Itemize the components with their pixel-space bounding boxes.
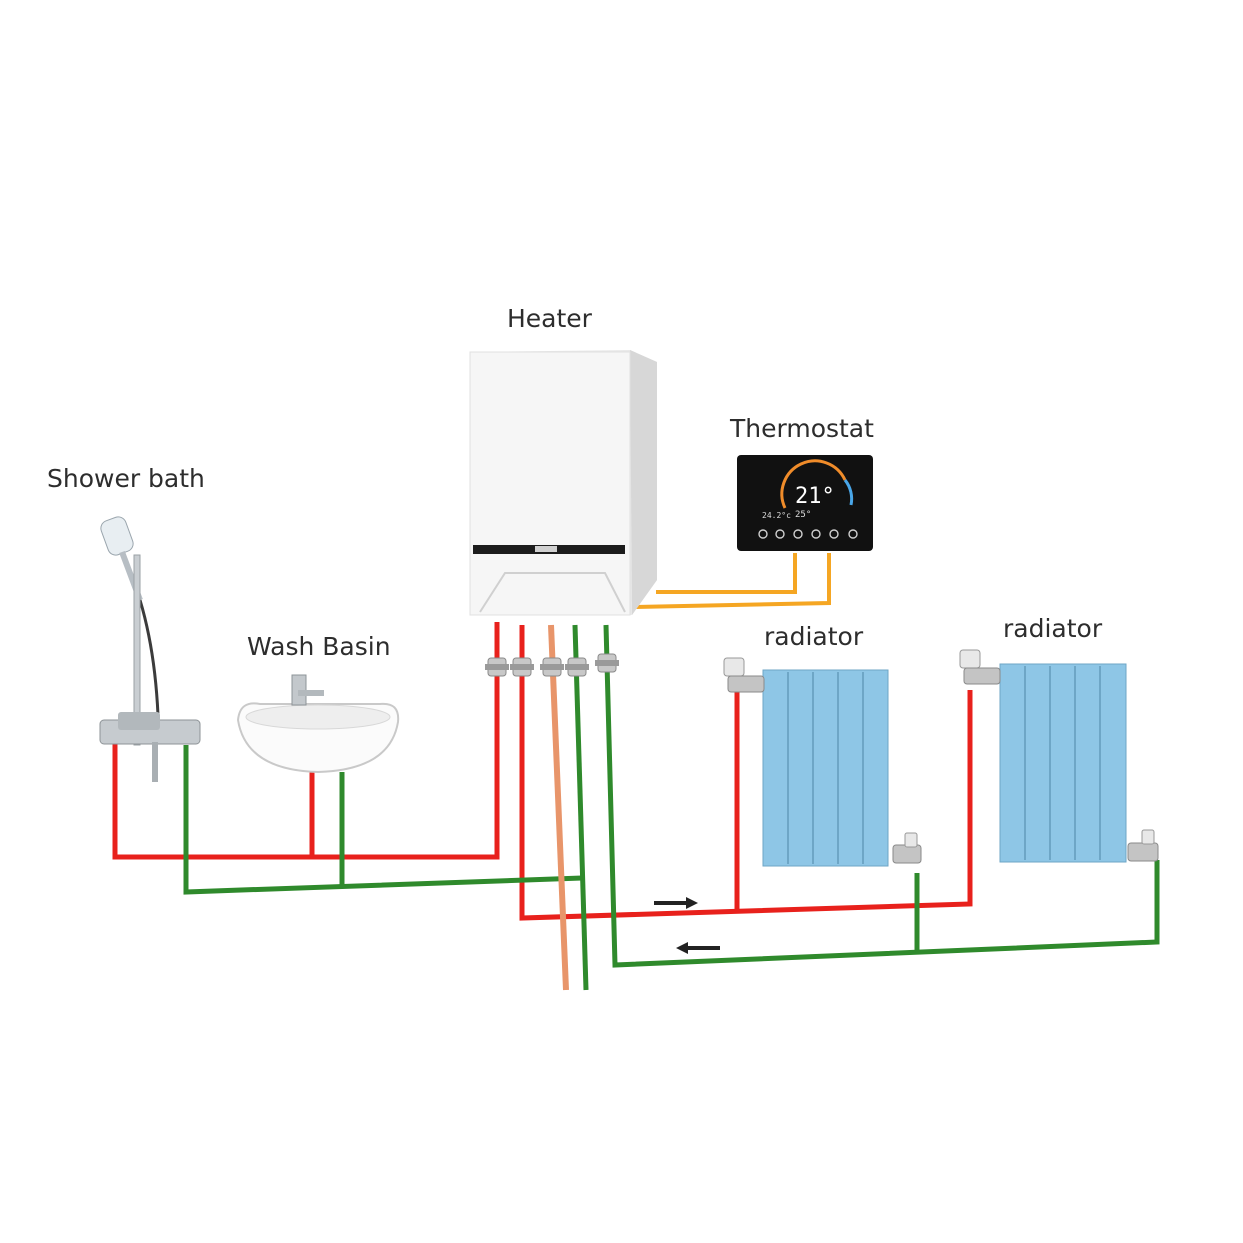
valve-icon (565, 657, 589, 677)
basin-label: Wash Basin (247, 632, 391, 661)
return-pipes (183, 624, 1160, 991)
heater-label: Heater (507, 304, 593, 333)
valve-icon (485, 657, 509, 677)
thermostat-button-icon (775, 529, 785, 539)
return-pipe-heating (603, 624, 1160, 968)
thermostat-device: 21° 25° 24.2°c (737, 455, 873, 551)
valve-icon (510, 657, 534, 677)
shower-fixture (99, 516, 201, 782)
radiator-1-label: radiator (764, 622, 864, 651)
arrow-right-icon (654, 897, 698, 909)
valve-icon (540, 657, 564, 677)
wash-basin (236, 674, 400, 774)
thermostat-button-icon (848, 529, 858, 539)
thermostat-button-icon (829, 529, 839, 539)
radiator-1 (723, 657, 922, 867)
thermostat-label: Thermostat (729, 414, 874, 443)
radiator-2 (959, 649, 1159, 863)
radiator-valve-icon (723, 657, 765, 693)
heater-boiler (469, 350, 657, 616)
hot-pipe-heating-flow (519, 625, 973, 921)
thermostat-set-temp: 25° (795, 510, 811, 520)
thermostat-button-icon (793, 529, 803, 539)
heater-valves (485, 653, 619, 677)
thermostat-wires (631, 553, 831, 609)
thermostat-main-temp: 21° (795, 484, 835, 509)
radiator-valve-icon (959, 649, 1001, 685)
thermostat-aux-temp: 24.2°c (762, 511, 791, 520)
hot-water-pipes (112, 622, 973, 921)
thermostat-button-icon (758, 529, 768, 539)
return-pipe-cold-inlet (572, 624, 589, 991)
radiator-valve-icon (892, 832, 922, 864)
thermostat-button-icon (811, 529, 821, 539)
radiator-valve-icon (1127, 829, 1159, 862)
hot-pipe-domestic (112, 622, 500, 860)
arrow-left-icon (676, 942, 720, 954)
return-pipe-domestic (183, 745, 583, 895)
copper-gas-pipe (548, 624, 569, 991)
shower-label: Shower bath (47, 464, 205, 493)
thermostat-buttons (758, 529, 858, 539)
radiator-2-label: radiator (1003, 614, 1103, 643)
valve-icon (595, 653, 619, 673)
